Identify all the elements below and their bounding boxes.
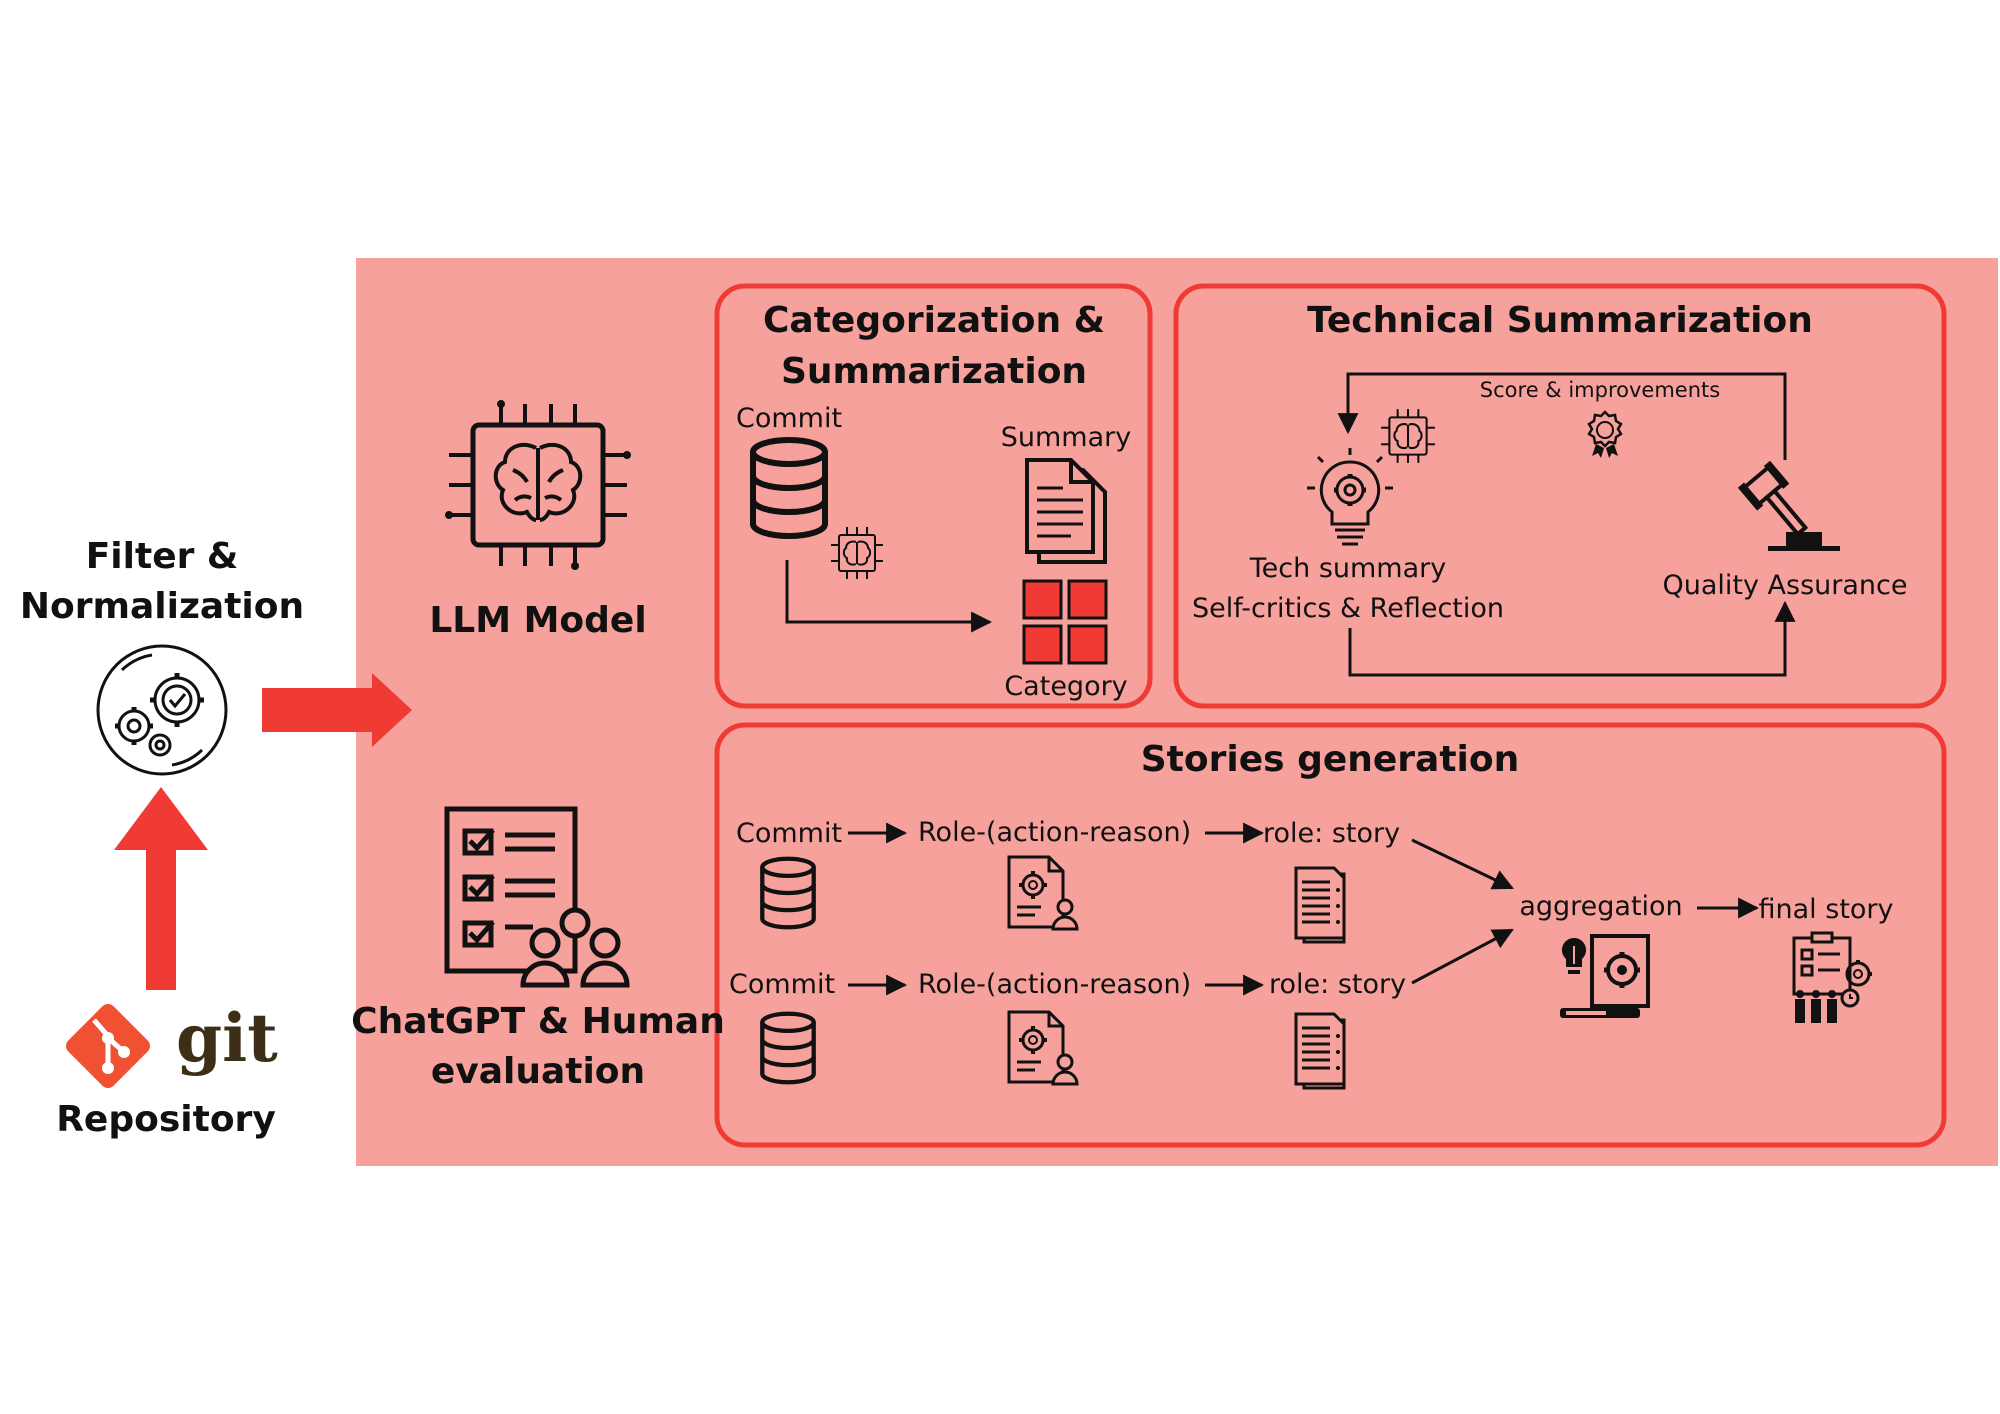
story-row1-commit-label: Commit [736, 818, 843, 849]
arrow-story1-aggregation [1411, 838, 1514, 890]
categorization-box [714, 283, 1153, 709]
aggregation-label: aggregation [1519, 891, 1683, 922]
quality-assurance-label: Quality Assurance [1662, 570, 1908, 601]
role-document-icon [1007, 855, 1079, 931]
red-arrow-right [262, 673, 412, 747]
tech-summary-label: Tech summary [1249, 553, 1447, 584]
final-story-label: final story [1758, 894, 1894, 925]
document-icon [1025, 458, 1107, 564]
repository-label: Repository [56, 1099, 276, 1140]
gavel-icon [1737, 460, 1840, 551]
lightbulb-gear-icon [1307, 448, 1393, 546]
cat-category-label: Category [1004, 671, 1128, 702]
llm-model-label: LLM Model [429, 600, 647, 641]
checklist-team-icon [444, 806, 630, 988]
git-wordmark: git [176, 999, 278, 1077]
ai-chip-small-icon [1381, 409, 1435, 463]
role-document-icon [1007, 1010, 1079, 1086]
ai-chip-small-icon [831, 527, 883, 579]
filter-label-line2: Normalization [19, 586, 305, 627]
technical-title: Technical Summarization [1307, 300, 1813, 341]
gears-check-icon [96, 644, 228, 776]
categorization-flow-arrow [785, 560, 993, 633]
story-row2-commit-label: Commit [729, 969, 836, 1000]
stories-title: Stories generation [1140, 739, 1520, 780]
cat-summary-label: Summary [1000, 422, 1132, 453]
eval-label-line2: evaluation [430, 1051, 646, 1092]
git-logo-icon [66, 1004, 150, 1088]
filter-label-line1: Filter & [85, 536, 239, 577]
self-critics-label: Self-critics & Reflection [1191, 593, 1505, 624]
score-label: Score & improvements [1479, 378, 1721, 402]
stories-box [714, 722, 1947, 1148]
award-badge-icon [1587, 410, 1623, 458]
arrow-story2-aggregation [1411, 928, 1514, 985]
database-icon [760, 1011, 816, 1085]
story-row2-story-label: role: story [1269, 969, 1407, 1000]
technical-box [1173, 283, 1947, 709]
eval-label-line1: ChatGPT & Human [351, 1001, 725, 1042]
story-row2-role-label: Role-(action-reason) [918, 969, 1192, 1000]
cat-commit-label: Commit [736, 403, 843, 434]
story-stack-icon [1294, 1012, 1346, 1090]
red-arrow-up [114, 787, 208, 990]
database-icon [750, 437, 828, 539]
feedback-loop-bottom [1348, 600, 1796, 677]
final-story-team-icon [1792, 931, 1872, 1023]
story-row1-role-label: Role-(action-reason) [918, 817, 1192, 848]
categorization-title-line1: Categorization & [762, 300, 1106, 341]
story-stack-icon [1294, 866, 1346, 944]
category-grid-icon [1022, 579, 1108, 665]
categorization-title-line2: Summarization [780, 351, 1088, 392]
story-row1-story-label: role: story [1263, 818, 1401, 849]
ai-brain-chip-icon [445, 400, 631, 570]
aggregation-icon [1560, 934, 1650, 1018]
feedback-loop-top [1337, 372, 1787, 460]
database-icon [760, 856, 816, 930]
